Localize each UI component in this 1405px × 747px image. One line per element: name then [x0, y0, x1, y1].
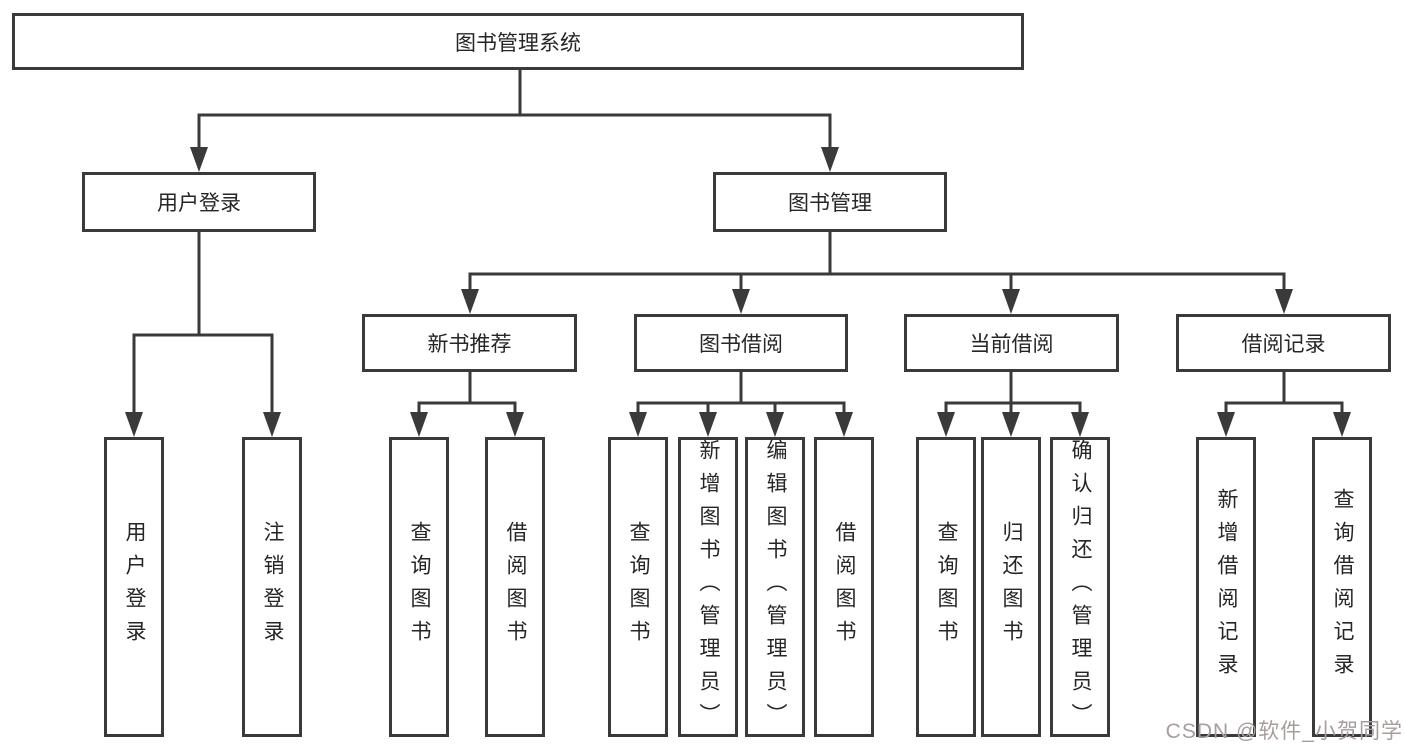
- leaf-logout: 注销登录: [242, 437, 302, 737]
- csdn-watermark: CSDN @软件_小贺同学: [1165, 720, 1403, 743]
- leaf-add-borrow-record: 新增借阅记录: [1196, 437, 1256, 737]
- node-current-borrow: 当前借阅: [904, 314, 1119, 372]
- leaf-query-books-recommend: 查询图书: [389, 437, 449, 737]
- leaf-borrow-books-recommend: 借阅图书: [485, 437, 545, 737]
- node-root-system: 图书管理系统: [12, 13, 1024, 70]
- leaf-user-login: 用户登录: [104, 437, 164, 737]
- node-borrow-record: 借阅记录: [1176, 314, 1391, 372]
- leaf-borrow-books: 借阅图书: [814, 437, 874, 737]
- node-user-login: 用户登录: [82, 172, 316, 232]
- leaf-add-books-admin: 新增图书（管理员）: [678, 437, 738, 737]
- leaf-query-borrow-record: 查询借阅记录: [1312, 437, 1372, 737]
- node-new-book-recommend: 新书推荐: [362, 314, 577, 372]
- leaf-edit-books-admin: 编辑图书（管理员）: [745, 437, 805, 737]
- node-book-borrow: 图书借阅: [634, 314, 848, 372]
- leaf-query-books-borrow: 查询图书: [608, 437, 668, 737]
- leaf-confirm-return-admin: 确认归还（管理员）: [1050, 437, 1110, 737]
- leaf-query-books-current: 查询图书: [916, 437, 976, 737]
- leaf-return-books: 归还图书: [981, 437, 1041, 737]
- node-book-management: 图书管理: [713, 172, 947, 232]
